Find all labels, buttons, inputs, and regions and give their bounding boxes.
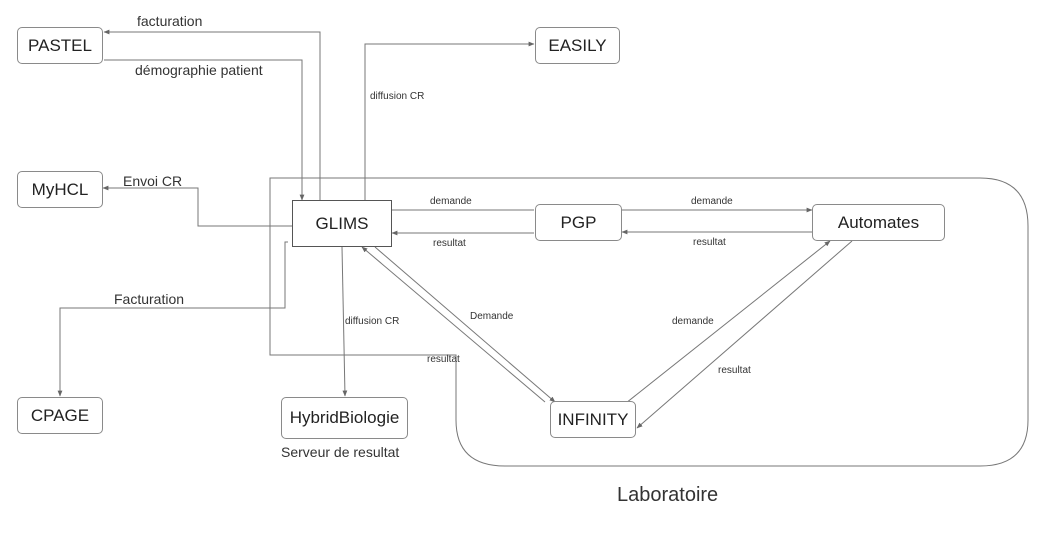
automates-node: Automates bbox=[812, 204, 945, 241]
pgp-automates-demande-label: demande bbox=[691, 196, 733, 207]
glims-to-easily-line bbox=[364, 41, 535, 200]
glims-to-cpage-line bbox=[57, 241, 288, 397]
glims-to-infinity-line bbox=[374, 246, 556, 403]
hybridbiologie-node: HybridBiologie bbox=[281, 397, 408, 439]
diffusion-cr-easily-label: diffusion CR bbox=[370, 91, 425, 102]
glims-infinity-demande-label: Demande bbox=[470, 311, 514, 322]
infinity-to-automates-line bbox=[625, 240, 831, 404]
cpage-node: CPAGE bbox=[17, 397, 103, 434]
infinity-node: INFINITY bbox=[550, 401, 636, 438]
laboratoire-title: Laboratoire bbox=[617, 484, 719, 506]
demographie-patient-label: démographie patient bbox=[135, 62, 263, 78]
glims-node: GLIMS bbox=[292, 200, 392, 247]
glims-to-pastel-line bbox=[103, 29, 321, 200]
pgp-automates-resultat-label: resultat bbox=[693, 237, 726, 248]
automates-to-infinity-line bbox=[636, 240, 853, 429]
facturation-cpage-label: Facturation bbox=[114, 291, 185, 307]
easily-node: EASILY bbox=[535, 27, 620, 64]
glims-to-hybrid-line bbox=[341, 246, 348, 397]
automates-infinity-demande-label: demande bbox=[672, 316, 714, 327]
infinity-to-glims-line bbox=[361, 246, 546, 403]
glims-pgp-demande-label: demande bbox=[430, 196, 472, 207]
facturation-top-label: facturation bbox=[137, 13, 203, 29]
glims-to-myhcl-line bbox=[102, 185, 292, 227]
pastel-node: PASTEL bbox=[17, 27, 103, 64]
glims-infinity-resultat-label: resultat bbox=[427, 354, 460, 365]
envoi-cr-label: Envoi CR bbox=[123, 173, 183, 189]
pgp-node: PGP bbox=[535, 204, 622, 241]
myhcl-node: MyHCL bbox=[17, 171, 103, 208]
laboratoire-boundary bbox=[269, 177, 1029, 467]
automates-infinity-resultat-label: resultat bbox=[718, 365, 751, 376]
diffusion-cr-hybrid-label: diffusion CR bbox=[345, 316, 400, 327]
glims-pgp-resultat-label: resultat bbox=[433, 238, 466, 249]
pastel-to-glims-line bbox=[104, 59, 305, 201]
serveur-de-resultat-label: Serveur de resultat bbox=[281, 444, 400, 460]
